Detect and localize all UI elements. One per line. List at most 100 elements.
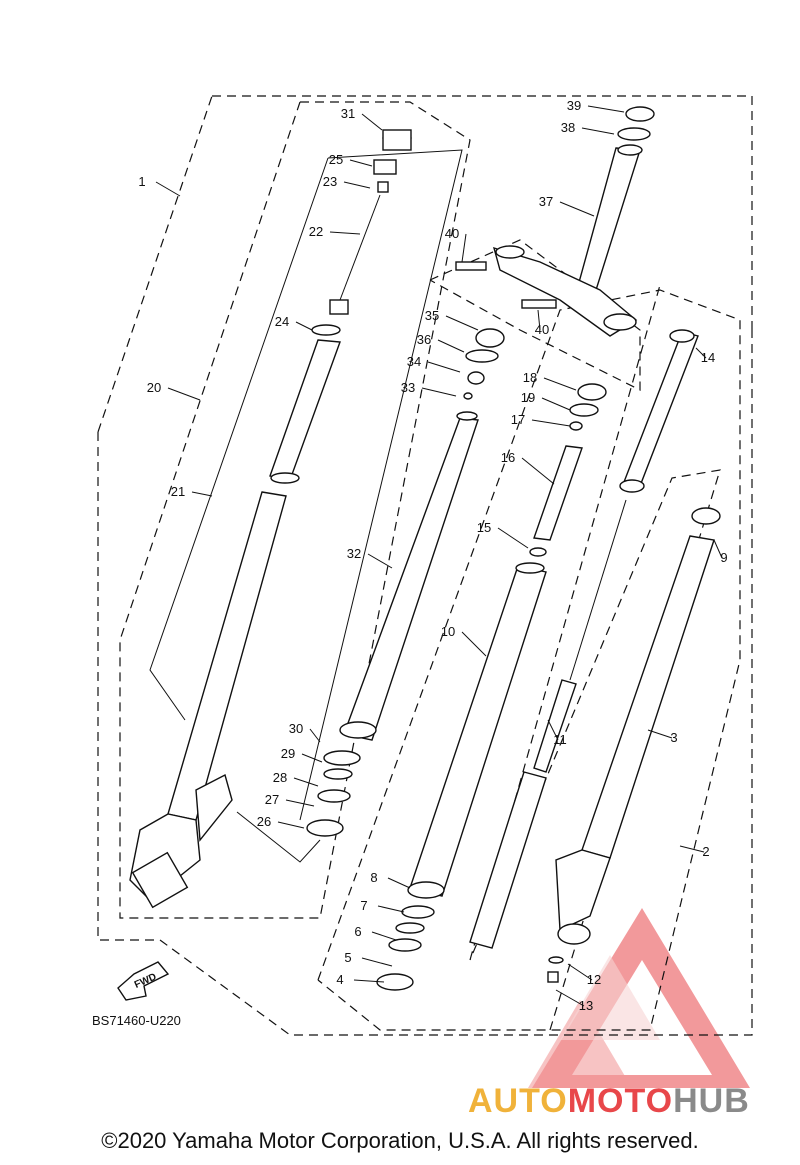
callout-leader [537,309,541,331]
watermark-text: AUTOMOTOHUB [468,1082,750,1121]
callout-leader [295,321,313,331]
triple-clamp [455,106,655,337]
callout-number: 12 [587,972,601,987]
callout-number: 14 [701,350,715,365]
callout-number: 11 [553,732,567,747]
callout-numbers: 1234567891011121314151617181920212223242… [138,98,727,1013]
callout-leader [353,979,385,983]
callout-number: 33 [401,380,415,395]
callout-number: 1 [138,174,145,189]
copyright-notice: ©2020 Yamaha Motor Corporation, U.S.A. A… [101,1128,699,1153]
callout-leader [421,387,457,397]
watermark-text-moto: MOTO [567,1082,674,1120]
callout-leader [167,387,201,401]
fwd-arrow-icon: FWD [117,961,170,1001]
callout-number: 40 [535,322,549,337]
callout-leader [293,777,319,787]
callout-leader [309,728,321,743]
callout-leader [713,539,723,559]
callout-leader [191,491,213,497]
callout-leader [497,527,529,549]
callout-leader [461,631,487,657]
left-fork-assembly [129,129,412,909]
callout-number: 4 [336,972,343,987]
callout-leaders [155,105,723,1007]
callout-number: 15 [477,520,491,535]
callout-leader [277,821,305,829]
watermark-text-hub: HUB [673,1082,750,1120]
callout-leader [543,377,577,391]
callout-number: 2 [702,844,709,859]
callout-leader [155,181,181,197]
diagram-code: BS71460-U220 [92,1013,181,1028]
callout-leader [329,231,361,235]
callout-leader [377,905,405,913]
callout-number: 16 [501,450,515,465]
callout-number: 6 [354,924,361,939]
callout-number: 40 [445,226,459,241]
callout-number: 8 [370,870,377,885]
leader-frames [149,149,463,863]
callout-number: 30 [289,721,303,736]
callout-number: 21 [171,484,185,499]
callout-number: 7 [360,898,367,913]
callout-leader [285,799,315,807]
callout-leader [555,989,585,1007]
callout-number: 36 [417,332,431,347]
callout-leader [521,457,555,485]
callout-number: 39 [567,98,581,113]
callout-number: 26 [257,814,271,829]
callout-number: 19 [521,390,535,405]
callout-leader [427,361,461,373]
callout-leader [361,957,393,967]
callout-number: 35 [425,308,439,323]
callout-leader [695,347,707,359]
callout-number: 27 [265,792,279,807]
callout-leader [547,719,559,741]
watermark-text-auto: AUTO [468,1082,568,1120]
callout-number: 24 [275,314,289,329]
callout-number: 20 [147,380,161,395]
callout-number: 13 [579,998,593,1013]
callout-number: 28 [273,770,287,785]
callout-leader [445,315,479,331]
callout-number: 31 [341,106,355,121]
callout-leader [343,181,371,189]
callout-number: 34 [407,354,421,369]
callout-leader [581,127,615,135]
callout-number: 3 [670,730,677,745]
callout-number: 22 [309,224,323,239]
callout-leader [349,159,373,167]
callout-number: 17 [511,412,525,427]
middle-tube-assembly [306,411,479,837]
right-fork-assembly [469,329,721,983]
callout-number: 18 [523,370,537,385]
callout-number: 29 [281,746,295,761]
callout-number: 9 [720,550,727,565]
callout-leader [567,963,593,981]
callout-leader [301,753,323,763]
callout-number: 38 [561,120,575,135]
callout-number: 23 [323,174,337,189]
callout-number: 25 [329,152,343,167]
callout-leader [361,113,383,131]
callout-leader [531,419,571,427]
callout-leader [679,845,705,853]
callout-leader [461,233,467,263]
center-tube-assembly [376,328,607,991]
callout-leader [387,877,411,889]
callout-leader [541,397,571,411]
callout-leader [367,553,393,569]
callout-leader [647,729,673,739]
callout-leader [437,339,465,353]
callout-number: 10 [441,624,455,639]
callout-number: 5 [344,950,351,965]
callout-number: 37 [539,194,553,209]
callout-leader [587,105,625,113]
callout-leader [371,931,397,941]
callout-number: 32 [347,546,361,561]
watermark-logo [528,908,750,1088]
callout-leader [559,201,595,217]
